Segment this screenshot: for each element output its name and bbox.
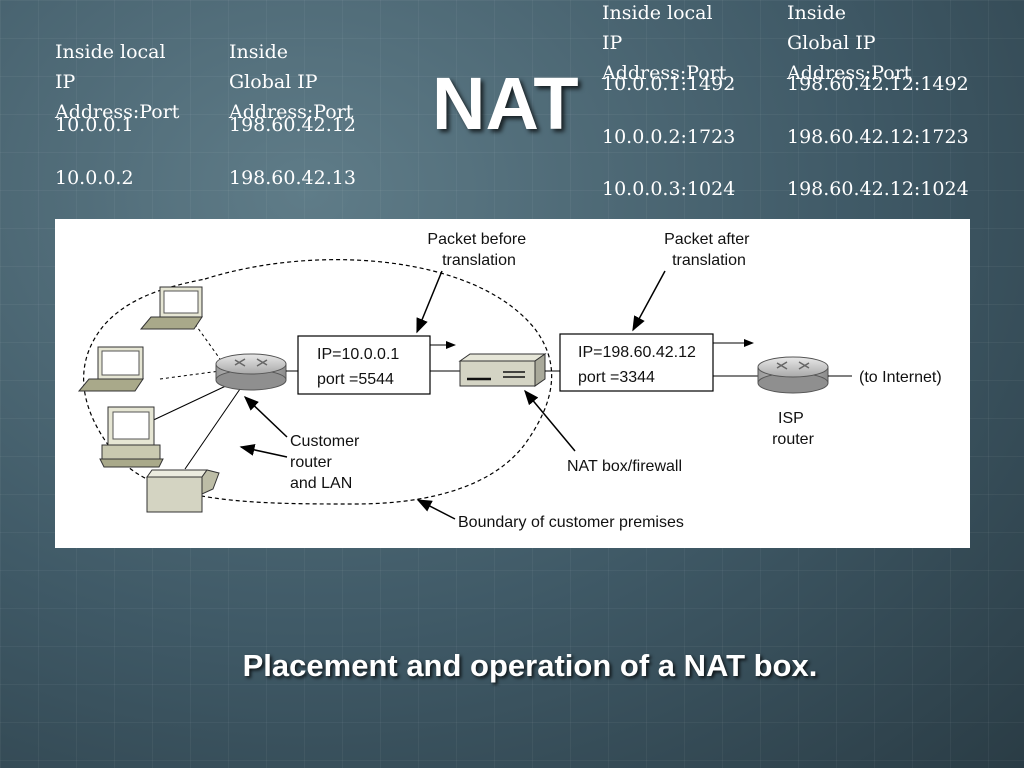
packet-after-label-line: translation <box>672 252 746 269</box>
table-right-header-local: Inside local IP Address:Port <box>602 0 726 88</box>
callout-arrow <box>239 444 288 458</box>
packet-after-port: port =3344 <box>578 369 655 386</box>
customer-router-icon <box>215 353 287 391</box>
header-line: Inside local IP Address:Port <box>55 41 180 123</box>
table-cell: 10.0.0.3:1024 <box>602 178 736 200</box>
packet-after-label: Packet after translation <box>664 231 754 269</box>
desktop-computer-icon <box>99 406 164 468</box>
packet-before-label-line: Packet before <box>427 231 526 248</box>
nat-diagram: IP=10.0.0.1 port =5544 IP=198.60.42.12 p… <box>55 219 970 548</box>
internet-label: (to Internet) <box>859 369 942 386</box>
table-left-header-local: Inside local IP Address:Port <box>55 37 179 127</box>
table-left-header-global: Inside Global IP Address:Port <box>229 37 353 127</box>
nat-box-label: NAT box/firewall <box>567 458 682 475</box>
callout-arrow <box>416 270 443 334</box>
isp-router-label-line: router <box>772 431 814 448</box>
lan-link <box>144 383 231 425</box>
header-line: Inside Global IP Address:Port <box>229 41 354 123</box>
header-line: Inside local IP Address:Port <box>602 2 727 84</box>
lan-link <box>159 370 221 380</box>
header-line: Inside Global IP Address:Port <box>787 2 912 84</box>
packet-before-label-line: translation <box>442 252 516 269</box>
packet-before-label: Packet before translation <box>427 231 530 269</box>
customer-router-label: Customer router and LAN <box>290 433 364 492</box>
isp-router-icon <box>757 356 829 394</box>
customer-router-label-line: router <box>290 454 332 471</box>
table-cell: 198.60.42.12:1492 <box>787 73 969 95</box>
callout-arrow <box>632 270 666 332</box>
customer-premises-boundary <box>83 259 553 505</box>
callout-arrow <box>243 395 288 438</box>
boundary-label: Boundary of customer premises <box>458 514 684 531</box>
table-cell: 198.60.42.12:1024 <box>787 178 969 200</box>
lan-link <box>184 388 241 470</box>
packet-after-ip: IP=198.60.42.12 <box>578 344 696 361</box>
table-cell: 198.60.42.12 <box>229 114 356 136</box>
table-cell: 198.60.42.13 <box>229 167 356 189</box>
nat-box-icon <box>458 353 547 387</box>
laptop-icon <box>139 286 203 330</box>
customer-router-label-line: and LAN <box>290 475 352 492</box>
table-cell: 10.0.0.2 <box>55 167 134 189</box>
callout-arrow <box>524 389 576 452</box>
isp-router-label: ISP router <box>772 410 814 448</box>
packet-before-box: IP=10.0.0.1 port =5544 <box>297 335 431 395</box>
packet-after-box: IP=198.60.42.12 port =3344 <box>559 333 714 392</box>
slide-title: NAT <box>432 62 579 145</box>
printer-icon <box>146 469 220 513</box>
table-cell: 10.0.0.1:1492 <box>602 73 736 95</box>
table-cell: 10.0.0.1 <box>55 114 134 136</box>
packet-before-port: port =5544 <box>317 371 394 388</box>
figure-caption: Placement and operation of a NAT box. <box>242 648 818 683</box>
isp-router-label-line: ISP <box>778 410 804 427</box>
laptop-icon <box>77 346 144 392</box>
lan-link <box>194 323 221 360</box>
packet-after-label-line: Packet after <box>664 231 750 248</box>
table-right-header-global: Inside Global IP Address:Port <box>787 0 911 88</box>
table-cell: 198.60.42.12:1723 <box>787 126 969 148</box>
customer-router-label-line: Customer <box>290 433 360 450</box>
packet-before-ip: IP=10.0.0.1 <box>317 346 399 363</box>
callout-arrow <box>416 499 456 520</box>
table-cell: 10.0.0.2:1723 <box>602 126 736 148</box>
